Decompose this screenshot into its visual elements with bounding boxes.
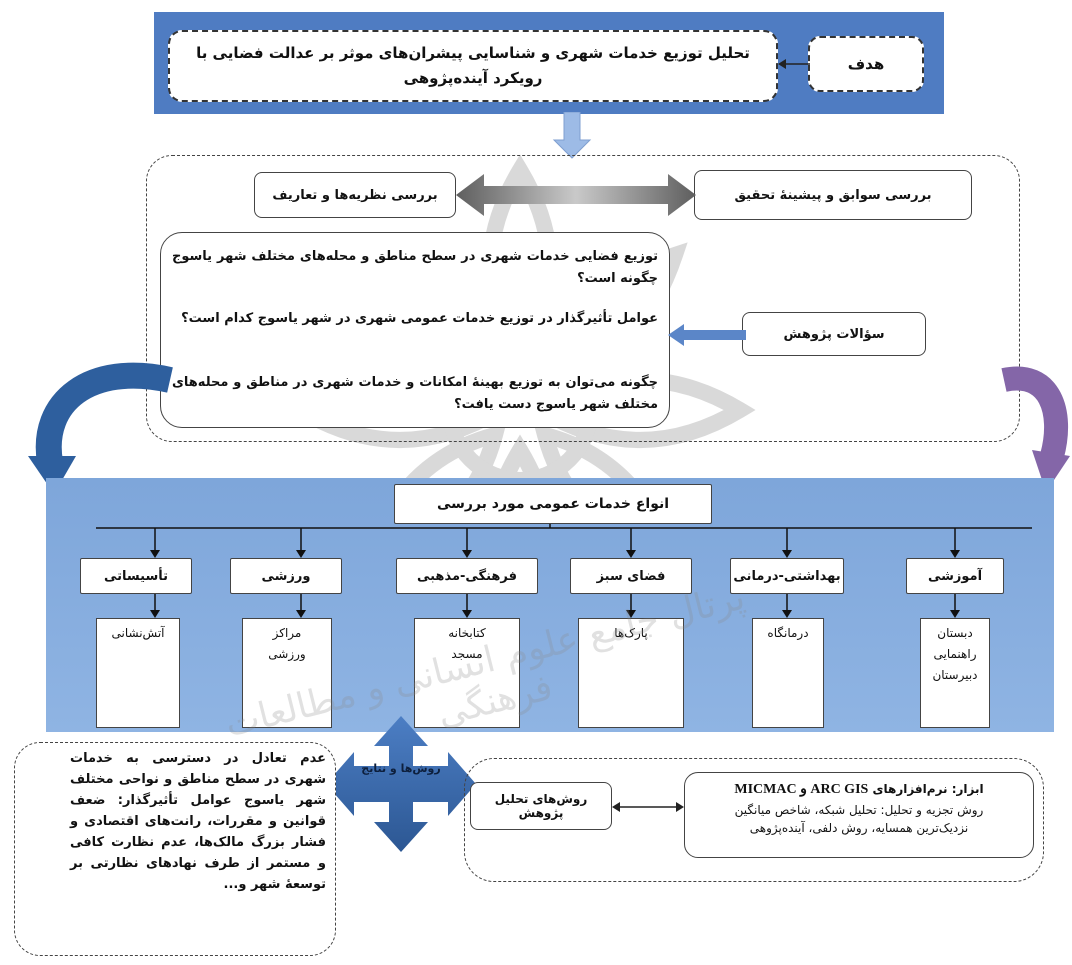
services-title: انواع خدمات عمومی مورد بررسی xyxy=(436,496,670,512)
tools-box: ابزار: نرم‌افزارهای ARC GIS و MICMAC روش… xyxy=(684,772,1034,858)
curved-arrow-right xyxy=(1001,366,1070,492)
leaf-health-item-1: درمانگاه xyxy=(767,626,809,640)
tools-line-2: روش تجزیه و تحلیل: تحلیل شبکه، شاخص میان… xyxy=(734,802,984,817)
category-facilities-label: تأسیساتی xyxy=(104,568,168,584)
tools-line-1: ابزار: نرم‌افزارهای ARC GIS و MICMAC xyxy=(695,779,1023,801)
results-arrow-label-box: روش‌ها و نتایج xyxy=(350,758,452,778)
services-tree-lines xyxy=(96,524,1032,618)
category-health-label: بهداشتی-درمانی xyxy=(733,568,841,584)
theories-label: بررسی نظریه‌ها و تعاریف xyxy=(272,187,438,203)
category-education-label: آموزشی xyxy=(927,568,983,584)
leaf-education-item-2: راهنمایی xyxy=(933,647,977,661)
question-3-text: چگونه می‌توان به توزیع بهینهٔ امکانات و … xyxy=(172,375,658,413)
findings-text-box: عدم تعادل در دسترسی به خدمات شهری در سطح… xyxy=(70,748,326,895)
tools-line-3: نزدیک‌ترین همسایه، روش دلفی، آینده‌پژوهی xyxy=(749,821,969,836)
down-arrow-header xyxy=(552,112,592,159)
methods-label: روش‌های تحلیل پژوهش xyxy=(494,792,588,820)
leaf-cultural-item-1: کتابخانه xyxy=(448,626,486,640)
category-health: بهداشتی-درمانی xyxy=(730,558,844,594)
question-2-text: عوامل تأثیرگذار در توزیع خدمات عمومی شهر… xyxy=(181,311,658,326)
results-arrow-label: روش‌ها و نتایج xyxy=(361,761,441,775)
question-1-text: توزیع فضایی خدمات شهری در سطح مناطق و مح… xyxy=(172,249,658,287)
category-sports: ورزشی xyxy=(230,558,342,594)
goal-label: هدف xyxy=(847,55,885,73)
methods-box: روش‌های تحلیل پژوهش xyxy=(470,782,612,830)
theories-box: بررسی نظریه‌ها و تعاریف xyxy=(254,172,456,218)
questions-box xyxy=(160,232,670,428)
curved-arrow-left xyxy=(28,362,173,494)
services-title-box: انواع خدمات عمومی مورد بررسی xyxy=(394,484,712,524)
category-facilities: تأسیساتی xyxy=(80,558,192,594)
research-questions-label: سؤالات پژوهش xyxy=(783,326,885,342)
leaf-education: دبستان راهنمایی دبیرستان xyxy=(920,618,990,728)
goal-label-box: هدف xyxy=(808,36,924,92)
review-section-border xyxy=(146,155,1020,442)
findings-box xyxy=(14,742,336,956)
category-education: آموزشی xyxy=(906,558,1004,594)
question-3: چگونه می‌توان به توزیع بهینهٔ امکانات و … xyxy=(172,372,658,416)
category-cultural-label: فرهنگی-مذهبی xyxy=(416,568,518,584)
double-arrow-review xyxy=(456,174,696,216)
methods-double-arrow xyxy=(612,802,684,812)
tools-prefix: ابزار: نرم‌افزارهای xyxy=(872,782,984,796)
leaf-cultural: کتابخانه مسجد xyxy=(414,618,520,728)
questions-arrow xyxy=(668,324,746,346)
leaf-sports-item-1: مراکز ورزشی xyxy=(268,626,306,661)
leaf-education-item-3: دبیرستان xyxy=(932,668,978,682)
leaf-green-space-item-1: پارک‌ها xyxy=(614,626,648,640)
tools-software: ARC GIS و MICMAC xyxy=(734,782,869,797)
category-sports-label: ورزشی xyxy=(261,568,311,584)
background-label: بررسی سوابق و پیشینهٔ تحقیق xyxy=(734,187,932,203)
category-green-space: فضای سبز xyxy=(570,558,692,594)
goal-text-box: تحلیل توزیع خدمات شهری و شناسایی پیشران‌… xyxy=(168,30,778,102)
leaf-facilities-item-1: آتش‌نشانی xyxy=(111,626,165,640)
methods-section-border xyxy=(464,758,1044,882)
research-questions-box: سؤالات پژوهش xyxy=(742,312,926,356)
leaf-facilities: آتش‌نشانی xyxy=(96,618,180,728)
goal-connector-arrow xyxy=(778,59,810,69)
leaf-green-space: پارک‌ها xyxy=(578,618,684,728)
leaf-sports: مراکز ورزشی xyxy=(242,618,332,728)
leaf-education-item-1: دبستان xyxy=(937,626,973,640)
category-cultural: فرهنگی-مذهبی xyxy=(396,558,538,594)
question-2: عوامل تأثیرگذار در توزیع خدمات عمومی شهر… xyxy=(172,308,658,330)
findings-text: عدم تعادل در دسترسی به خدمات شهری در سطح… xyxy=(70,751,326,893)
category-green-space-label: فضای سبز xyxy=(596,568,666,584)
background-box: بررسی سوابق و پیشینهٔ تحقیق xyxy=(694,170,972,220)
results-cross-arrow xyxy=(326,716,476,852)
leaf-cultural-item-2: مسجد xyxy=(451,647,483,661)
goal-text: تحلیل توزیع خدمات شهری و شناسایی پیشران‌… xyxy=(196,43,750,88)
question-1: توزیع فضایی خدمات شهری در سطح مناطق و مح… xyxy=(172,246,658,290)
leaf-health: درمانگاه xyxy=(752,618,824,728)
